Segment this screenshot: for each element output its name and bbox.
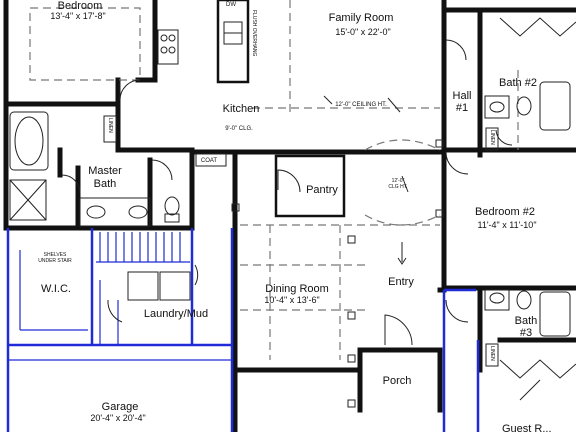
entry-label: Entry	[388, 276, 414, 288]
kitchen-ceiling-note: 9'-0" CLG.	[225, 126, 253, 132]
family-ceiling-note: 12'-0" CEILING HT.	[335, 102, 387, 108]
family-room-dims: 15'-0" x 22'-0"	[335, 27, 390, 37]
entry-ceiling-note-line2: CLG HT.	[388, 184, 407, 190]
linen-label-master: LINEN	[107, 118, 113, 133]
entry-ceiling-note-line1: 12'-0"	[392, 178, 405, 184]
dining-room-dims: 10'-4" x 13'-6"	[264, 295, 319, 305]
master-bath-label-line1: Master	[88, 165, 122, 177]
fixtures	[9, 17, 576, 408]
dining-room-label: Dining Room	[265, 283, 329, 295]
bedroom-top-label: Bedroom	[58, 0, 103, 12]
shelves-label-line2: UNDER STAIR	[38, 258, 72, 264]
guest-room-label: Guest R...	[502, 423, 552, 432]
garage-label: Garage	[102, 401, 139, 413]
bedroom2-label: Bedroom #2	[475, 206, 535, 218]
doors	[61, 39, 541, 401]
bath3-label-line2: #3	[520, 327, 532, 339]
family-room-label: Family Room	[329, 12, 394, 24]
hall1-label-line1: Hall	[453, 90, 472, 102]
master-bath-label-line2: Bath	[94, 178, 117, 190]
walls	[3, 0, 576, 432]
wic-label: W.I.C.	[41, 283, 71, 295]
bedroom2-dims: 11'-4" x 11'-10"	[477, 220, 536, 230]
bedroom-top-dims: 13'-4" x 17'-8"	[50, 11, 105, 21]
pantry-label: Pantry	[306, 184, 338, 196]
bath3-label-line1: Bath	[515, 315, 538, 327]
garage-dims: 20'-4" x 20'-4"	[90, 413, 145, 423]
dashed-lines	[29, 0, 519, 360]
laundry-label: Laundry/Mud	[144, 308, 208, 320]
linen-label-bath3: LINEN	[489, 346, 495, 361]
coat-closet-label: COAT	[201, 158, 218, 164]
shelves-label-line1: SHELVES	[44, 252, 67, 258]
flush-overhang-label: FLUSH OVERHANG	[251, 10, 257, 57]
bath2-label: Bath #2	[499, 77, 537, 89]
linen-label-bath2: LINEN	[489, 130, 495, 145]
dishwasher-label: DW	[226, 2, 236, 8]
kitchen-label: Kitchen	[223, 103, 260, 115]
walls-blue	[6, 228, 480, 432]
porch-label: Porch	[383, 375, 412, 387]
hall1-label-line2: #1	[456, 102, 468, 114]
